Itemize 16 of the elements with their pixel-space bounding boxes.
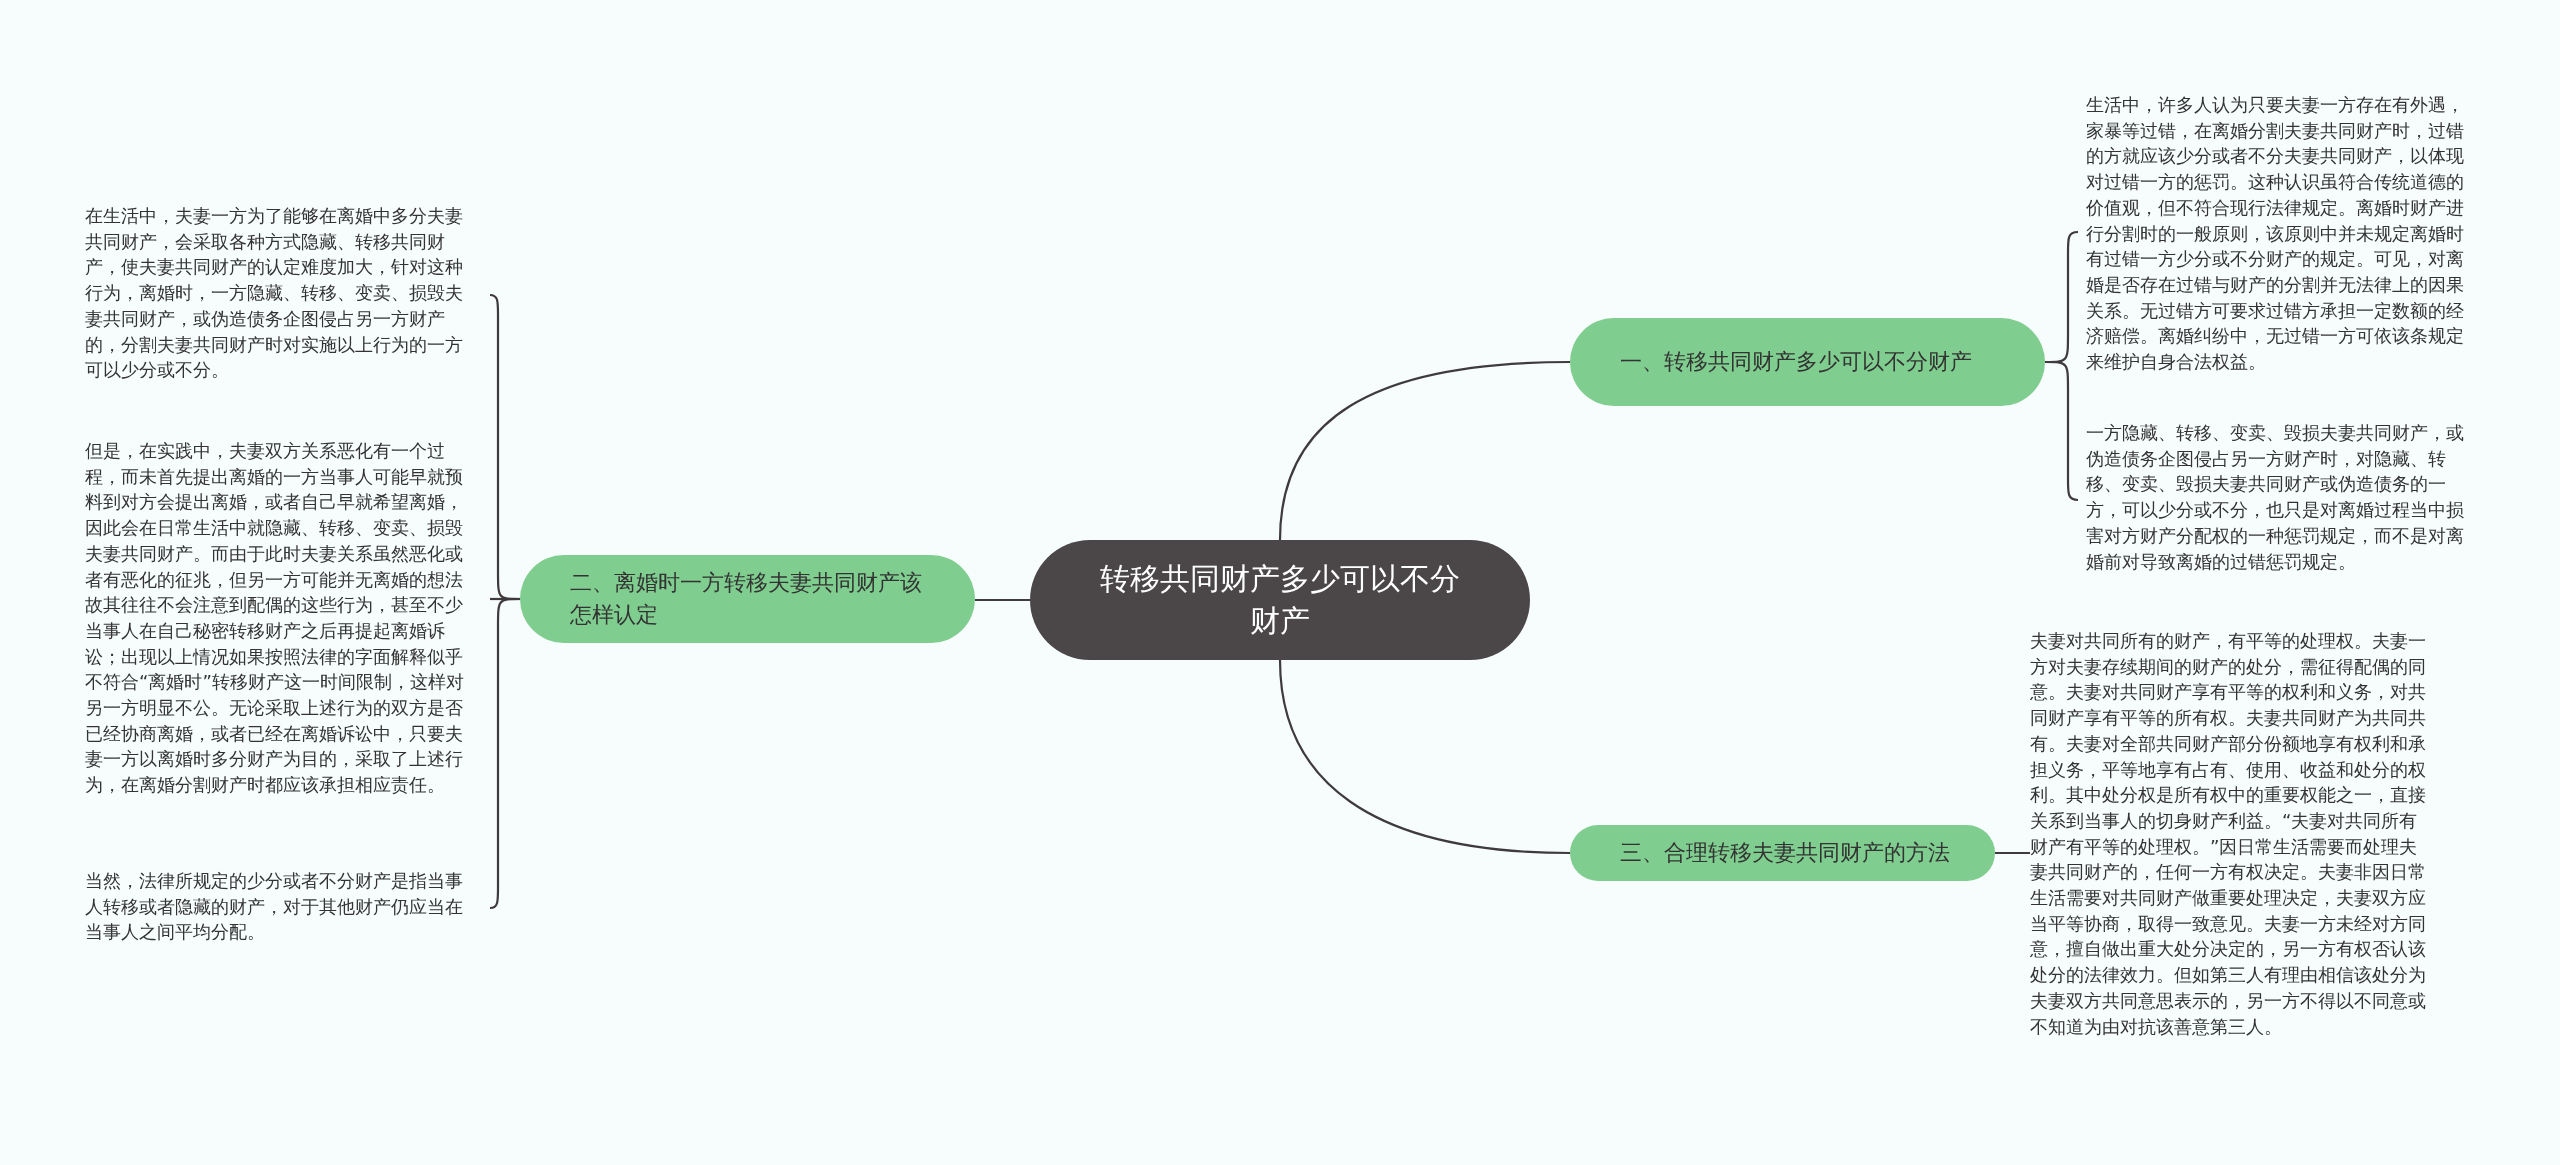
connector-line: [1278, 360, 1571, 541]
connector-line: [489, 597, 520, 910]
note-text: 生活中，许多人认为只要夫妻一方存在有外遇，家暴等过错，在离婚分割夫妻共同财产时，过错的方就应该少分或者不分夫妻共同财产，以体现对过错一方的惩罚。这种认识虽符合传统道德的价值观，但不符合现行法律规定。离婚时财产进行分割时的一般原则，该原则中并未规定离婚时有过错一方少分或不分财产的规定。可见，对离婚是否存在过错与财产的分割并无法律上的因果关系。无过错方可要求过错方承担一定数额的经济赔偿。离婚纠纷中，无过错一方可依该条规定来维护自身合法权益。: [2078, 92, 2478, 372]
note-text: 夫妻对共同所有的财产，有平等的处理权。夫妻一方对夫妻存续期间的财产的处分，需征得配偶的同意。夫妻对共同财产享有平等的权利和义务，对共同财产享有平等的所有权。夫妻共同财产为共同共有。夫妻对全部共同财产部分份额地享有权利和承担义务，平等地享有占有、使用、收益和处分的权利。其中处分权是所有权中的重要权能之一，直接关系到当事人的切身财产利益。“夫妻对共同所有财产有平等的处理权。”因日常生活需要而处理夫妻共同财产的，任何一方有权决定。夫妻非因日常生活需要对共同财产做重要处理决定，夫妻双方应当平等协商，取得一致意见。夫妻一方未经对方同意，擅自做出重大处分决定的，另一方有权否认该处分的法律效力。但如第三人有理由相信该处分为夫妻双方共同意思表示的，另一方不得以不同意或不知道为由对抗该善意第三人。: [2030, 628, 2430, 1078]
note-text: 在生活中，夫妻一方为了能够在离婚中多分夫妻共同财产，会采取各种方式隐藏、转移共同财产，使夫妻共同财产的认定难度加大，针对这种行为，离婚时，一方隐藏、转移、变卖、损毁夫妻共同财产，或伪造债务企图侵占另一方财产的，分割夫妻共同财产时对实施以上行为的一方可以少分或不分。: [85, 203, 490, 388]
connector-line: [1278, 659, 1571, 855]
note-text: 但是，在实践中，夫妻双方关系恶化有一个过程，而未首先提出离婚的一方当事人可能早就预料到对方会提出离婚，或者自己早就希望离婚，因此会在日常生活中就隐藏、转移、变卖、损毁夫妻共同财产。而由于此时夫妻关系虽然恶化或者有恶化的征兆，但另一方可能并无离婚的想法故其往往不会注意到配偶的这些行为，甚至不少当事人在自己秘密转移财产之后再提起离婚诉讼；出现以上情况如果按照法律的字面解释似乎不符合“离婚时”转移财产这一时间限制，这样对另一方明显不公。无论采取上述行为的双方是否已经协商离婚，或者已经在离婚诉讼中，只要夫妻一方以离婚时多分财产为目的，采取了上述行为，在离婚分割财产时都应该承担相应责任。: [85, 438, 490, 808]
topic-box: 三、合理转移夫妻共同财产的方法: [1570, 825, 1995, 881]
topic-box: 一、转移共同财产多少可以不分财产: [1570, 318, 2045, 406]
topic-box: 二、离婚时一方转移夫妻共同财产该怎样认定: [520, 555, 975, 643]
central-topic: 转移共同财产多少可以不分财产: [1030, 540, 1530, 660]
connector-line: [975, 598, 1030, 602]
connector-line: [1995, 851, 2030, 855]
note-text: 一方隐藏、转移、变卖、毁损夫妻共同财产，或伪造债务企图侵占另一方财产时，对隐藏、转移、变卖、毁损夫妻共同财产或伪造债务的一方，可以少分或不分，也只是对离婚过程当中损害对方财产分配权的一种惩罚规定，而不是对离婚前对导致离婚的过错惩罚规定。: [2078, 420, 2478, 580]
connector-line: [2045, 360, 2079, 502]
note-text: 当然，法律所规定的少分或者不分财产是指当事人转移或者隐藏的财产，对于其他财产仍应当在当事人之间平均分配。: [85, 868, 490, 948]
